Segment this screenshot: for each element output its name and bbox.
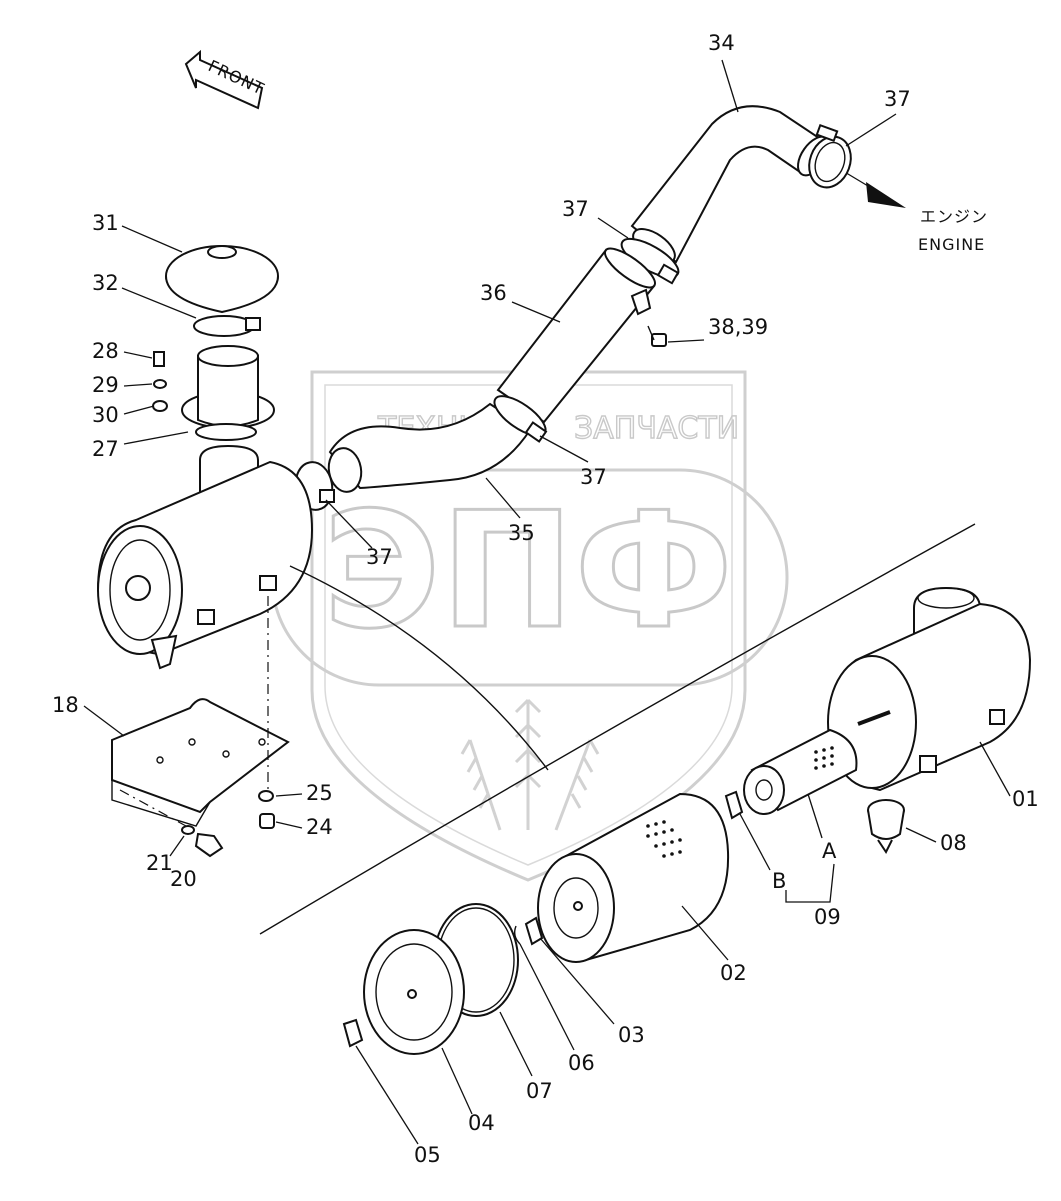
callout-08: 08 bbox=[940, 831, 967, 855]
washer-29 bbox=[153, 379, 167, 389]
callout-34: 34 bbox=[708, 31, 735, 55]
callout-35: 35 bbox=[508, 521, 535, 545]
elbow-pipe-34 bbox=[630, 105, 831, 264]
callout-03: 03 bbox=[618, 1023, 645, 1047]
wing-nut-B bbox=[724, 790, 744, 820]
clip-06 bbox=[513, 925, 521, 945]
watermark-word-right: ЗАПЧАСТИ bbox=[574, 411, 739, 446]
watermark-logo: ЭПФ bbox=[323, 477, 733, 664]
mounting-bracket-18 bbox=[111, 698, 290, 827]
callout-18: 18 bbox=[52, 693, 79, 717]
callout-02: 02 bbox=[720, 961, 747, 985]
callout-20: 20 bbox=[170, 867, 197, 891]
precleaner-cap-31 bbox=[165, 245, 279, 314]
mount-axis-line-2 bbox=[119, 789, 187, 827]
callout-A: A bbox=[822, 839, 837, 863]
air-cleaner-body-01 bbox=[827, 586, 1032, 792]
callout-07: 07 bbox=[526, 1079, 553, 1103]
bolt-38-39 bbox=[647, 325, 667, 347]
safety-element-A bbox=[743, 728, 858, 815]
callout-37-middle: 37 bbox=[580, 465, 607, 489]
callout-24: 24 bbox=[306, 815, 333, 839]
callout-36: 36 bbox=[480, 281, 507, 305]
callout-38-39: 38,39 bbox=[708, 315, 768, 339]
washer-25 bbox=[258, 790, 274, 802]
primary-element-02 bbox=[537, 792, 730, 963]
hose-clamp-37-engine bbox=[808, 123, 852, 189]
tube-36 bbox=[496, 247, 656, 424]
detail-curve-right bbox=[259, 523, 976, 935]
hose-35 bbox=[327, 402, 532, 493]
engine-label-english: ENGINE bbox=[918, 235, 985, 254]
callout-32: 32 bbox=[92, 271, 119, 295]
callout-01: 01 bbox=[1012, 787, 1039, 811]
callout-30: 30 bbox=[92, 403, 119, 427]
detail-curve-left bbox=[289, 565, 549, 771]
callout-28: 28 bbox=[92, 339, 119, 363]
wheat-icon bbox=[460, 698, 600, 831]
bolt-24 bbox=[259, 813, 275, 829]
callout-31: 31 bbox=[92, 211, 119, 235]
engine-label-japanese: エンジン bbox=[920, 207, 988, 226]
callout-25: 25 bbox=[306, 781, 333, 805]
watermark-shield-inner bbox=[324, 384, 733, 866]
callouts: 34 37 31 32 37 36 38,39 28 29 30 27 37 3… bbox=[52, 31, 1039, 1167]
wing-nut-03 bbox=[524, 916, 544, 946]
callout-21: 21 bbox=[146, 851, 173, 875]
evacuator-valve-08 bbox=[867, 799, 905, 854]
cover-04 bbox=[363, 929, 465, 1055]
callout-27: 27 bbox=[92, 437, 119, 461]
air-cleaner-assembled bbox=[96, 444, 314, 670]
callout-09: 09 bbox=[814, 905, 841, 929]
watermark-shield bbox=[310, 370, 747, 882]
engine-arrow: エンジン ENGINE bbox=[837, 167, 988, 254]
inlet-pipe-27 bbox=[181, 345, 275, 441]
wing-nut-05 bbox=[342, 1018, 364, 1048]
washer-21 bbox=[181, 825, 195, 835]
bolt-28 bbox=[153, 351, 165, 367]
washer-30 bbox=[152, 400, 168, 412]
leader-lines bbox=[83, 59, 1011, 1145]
callout-37-engine: 37 bbox=[884, 87, 911, 111]
band-clamp-32 bbox=[193, 315, 261, 337]
callout-37-upper: 37 bbox=[562, 197, 589, 221]
callout-37-lower: 37 bbox=[366, 545, 393, 569]
callout-29: 29 bbox=[92, 373, 119, 397]
callout-B: B bbox=[772, 869, 786, 893]
bolt-20 bbox=[194, 832, 224, 858]
callout-04: 04 bbox=[468, 1111, 495, 1135]
front-arrow: FRONT bbox=[184, 49, 267, 110]
callout-05: 05 bbox=[414, 1143, 441, 1167]
callout-06: 06 bbox=[568, 1051, 595, 1075]
